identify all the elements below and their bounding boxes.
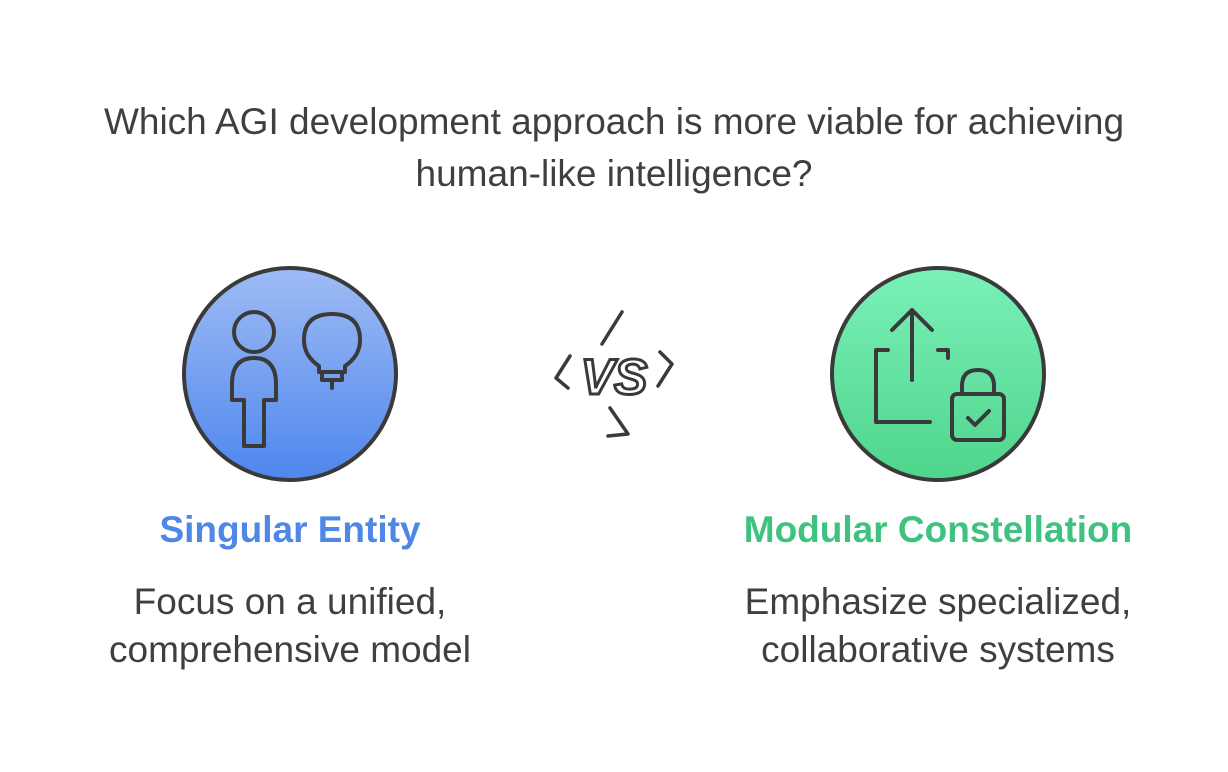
singular-entity-description-line-1: Focus on a unified, [133,581,447,622]
title-line-2: human-like intelligence? [415,153,813,194]
modular-constellation-heading: Modular Constellation [743,509,1133,550]
modular-constellation-circle [830,266,1046,482]
person-lightbulb-icon [230,310,362,448]
vs-icon: VS [554,310,674,438]
vs-label: VS [581,349,648,405]
singular-entity-circle [182,266,398,482]
singular-entity-description: Focus on a unified, comprehensive model [60,578,520,674]
modular-constellation-description-line-2: collaborative systems [761,629,1115,670]
singular-entity-heading: Singular Entity [159,509,421,550]
modular-constellation-description-line-1: Emphasize specialized, [744,581,1132,622]
share-lock-icon [874,308,1006,442]
title-line-1: Which AGI development approach is more v… [103,101,1125,142]
modular-constellation-description: Emphasize specialized, collaborative sys… [690,578,1186,674]
diagram-title: Which AGI development approach is more v… [40,96,1188,200]
singular-entity-description-line-2: comprehensive model [109,629,471,670]
